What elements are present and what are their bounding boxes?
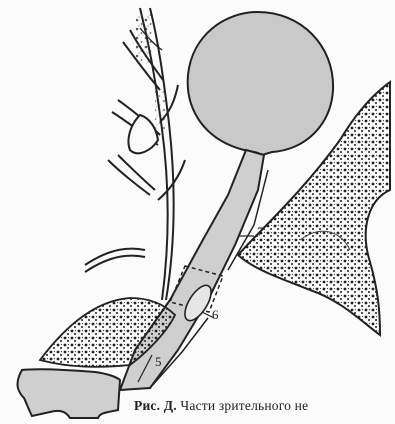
- label-5: 5: [155, 354, 162, 369]
- bulb: [188, 12, 333, 155]
- branch-tree: [85, 8, 185, 300]
- caption-text: Части зрительного не: [177, 398, 308, 413]
- base-block: [18, 369, 120, 418]
- figure-caption: Рис. Д. Части зрительного не: [134, 398, 395, 418]
- caption-prefix: Рис. Д.: [134, 398, 177, 413]
- label-7: 7: [257, 224, 264, 239]
- label-6: 6: [212, 307, 219, 322]
